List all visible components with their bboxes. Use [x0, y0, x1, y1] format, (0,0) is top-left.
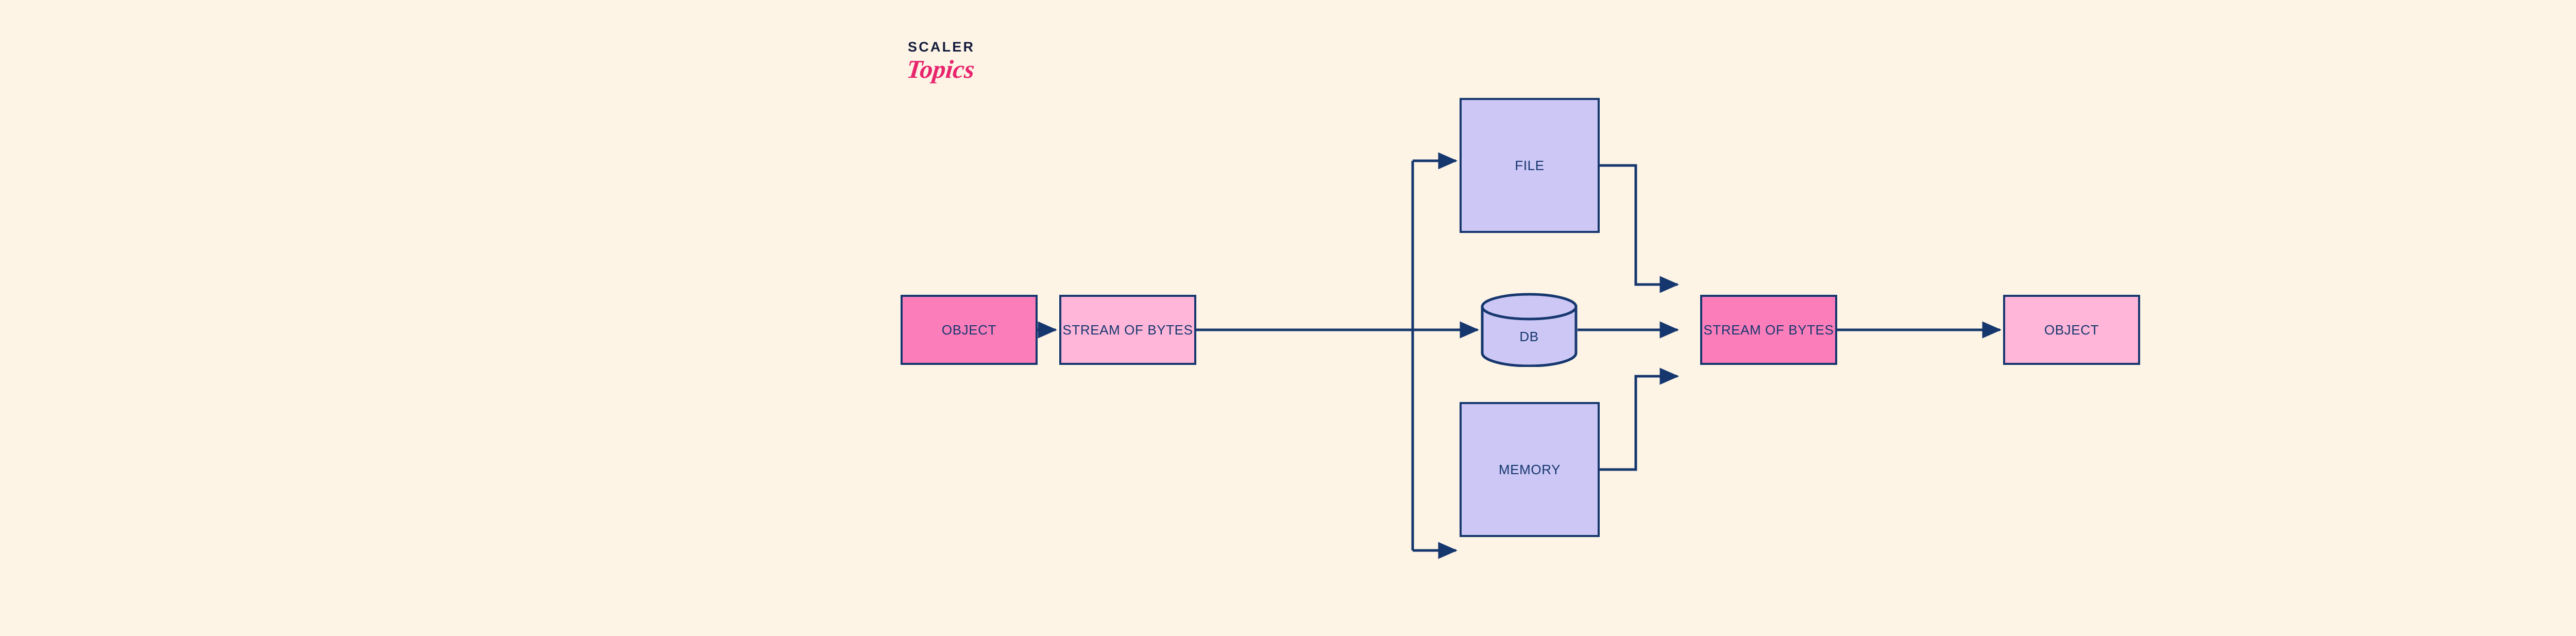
node-object-input[interactable]: OBJECT [901, 295, 1038, 365]
node-label: STREAM OF BYTES [1703, 322, 1834, 338]
edge-memory-to-stream [1600, 367, 1680, 471]
node-label: OBJECT [2044, 322, 2099, 338]
scaler-topics-logo: SCALER Topics [905, 39, 1062, 97]
edge-file-to-stream [1600, 164, 1680, 293]
node-label: OBJECT [941, 322, 997, 338]
node-stream-of-bytes-output[interactable]: STREAM OF BYTES [1059, 295, 1196, 365]
node-stream-of-bytes-input[interactable]: STREAM OF BYTES [1700, 295, 1837, 365]
cylinder-shape [1481, 293, 1578, 367]
node-label: DB [1519, 328, 1539, 344]
node-memory[interactable]: MEMORY [1460, 402, 1600, 537]
node-label: STREAM OF BYTES [1062, 322, 1193, 338]
node-database-cylinder[interactable]: DB [1481, 293, 1578, 367]
logo-wordmark-topics: Topics [905, 55, 976, 83]
node-object-output[interactable]: OBJECT [2003, 295, 2140, 365]
logo-wordmark-scaler: SCALER [908, 39, 975, 55]
node-label: FILE [1515, 157, 1545, 173]
node-label: MEMORY [1498, 461, 1561, 477]
node-file[interactable]: FILE [1460, 98, 1600, 233]
